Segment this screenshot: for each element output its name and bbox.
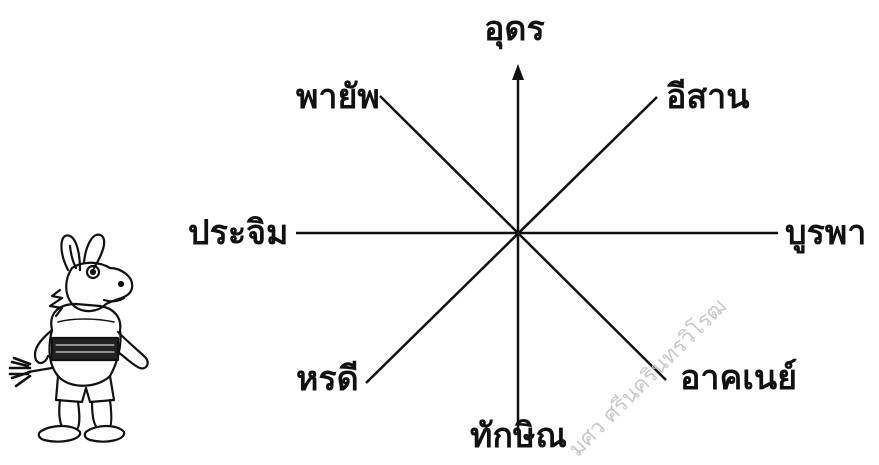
label-west: ประจิม [188, 216, 288, 250]
label-southwest: หรดี [296, 362, 359, 396]
northwest-southeast-line [380, 96, 666, 380]
label-north: อุดร [484, 12, 545, 46]
label-southeast: อาคเนย์ [680, 361, 797, 395]
north-arrow-head [512, 64, 524, 80]
northeast-southwest-line [366, 97, 657, 383]
label-south: ทักษิณ [470, 419, 567, 453]
label-northwest: พายัพ [296, 80, 380, 114]
label-east: บูรพา [785, 216, 866, 250]
donkey-illustration [10, 235, 148, 442]
label-northeast: อีสาน [666, 80, 750, 114]
